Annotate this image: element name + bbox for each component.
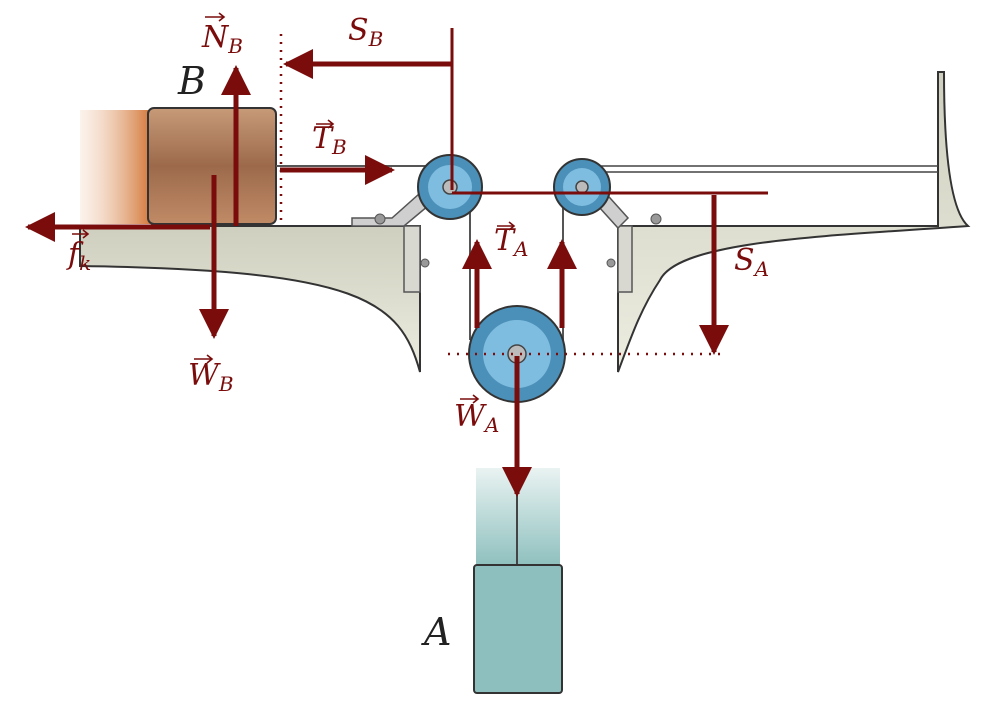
label-w-b: WB: [188, 358, 234, 396]
label-block-a: A: [421, 610, 451, 654]
right-rope: [578, 165, 938, 173]
label-t-b: TB: [312, 121, 347, 159]
block-b-motion-blur: [80, 110, 150, 224]
left-pulley: [417, 154, 483, 220]
vector-arrows: [24, 49, 729, 497]
label-w-a: WA: [454, 399, 499, 437]
left-table: [79, 225, 430, 373]
label-s-a: SA: [734, 243, 769, 281]
label-s-b: SB: [348, 13, 383, 51]
block-a: [473, 564, 563, 694]
label-block-b: B: [177, 59, 206, 103]
label-n-b: NB: [201, 20, 243, 58]
right-pulley: [553, 158, 611, 216]
label-t-a: TA: [494, 223, 528, 261]
label-vector-marks: [72, 12, 516, 404]
right-table: [606, 71, 971, 373]
